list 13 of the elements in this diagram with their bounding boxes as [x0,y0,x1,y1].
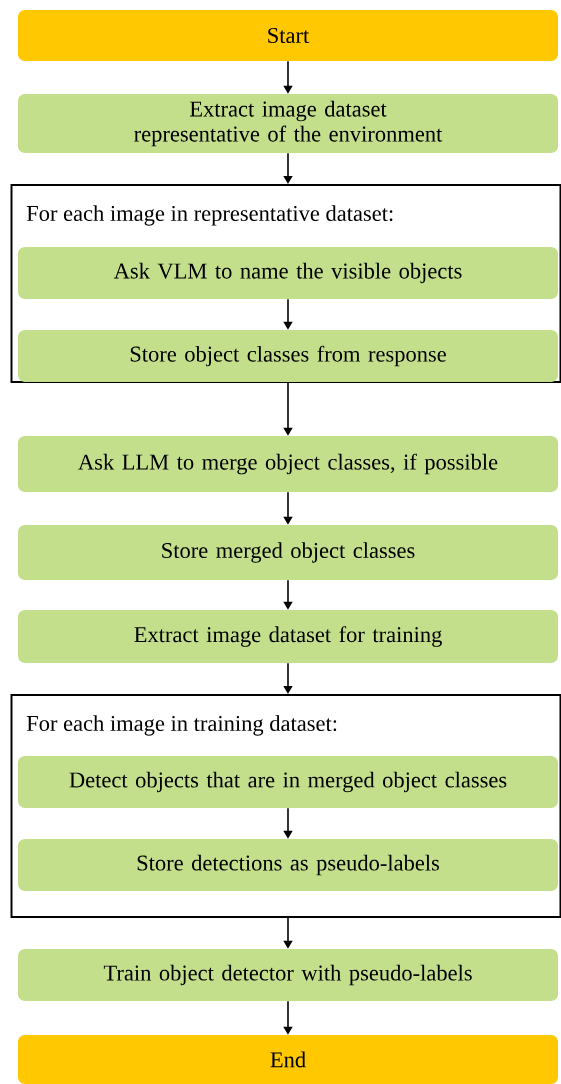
process-box: Extract image dataset representative of the environment [18,94,558,153]
process-box: Ask LLM to merge object classes, if possible [18,436,558,492]
arrow [283,662,293,694]
terminal-box: Start [18,10,558,61]
terminal-box: End [18,1035,558,1084]
process-box: Store object classes from response [18,330,558,382]
process-box: Detect objects that are in merged object classes [18,756,558,808]
process-box: Extract image dataset for training [18,610,558,663]
arrow [283,152,293,184]
process-box: Store merged object classes [18,525,558,580]
process-box: Train object detector with pseudo-labels [18,949,558,1001]
process-box: Ask VLM to name the visible objects [18,247,558,299]
process-box: Store detections as pseudo-labels [18,839,558,891]
